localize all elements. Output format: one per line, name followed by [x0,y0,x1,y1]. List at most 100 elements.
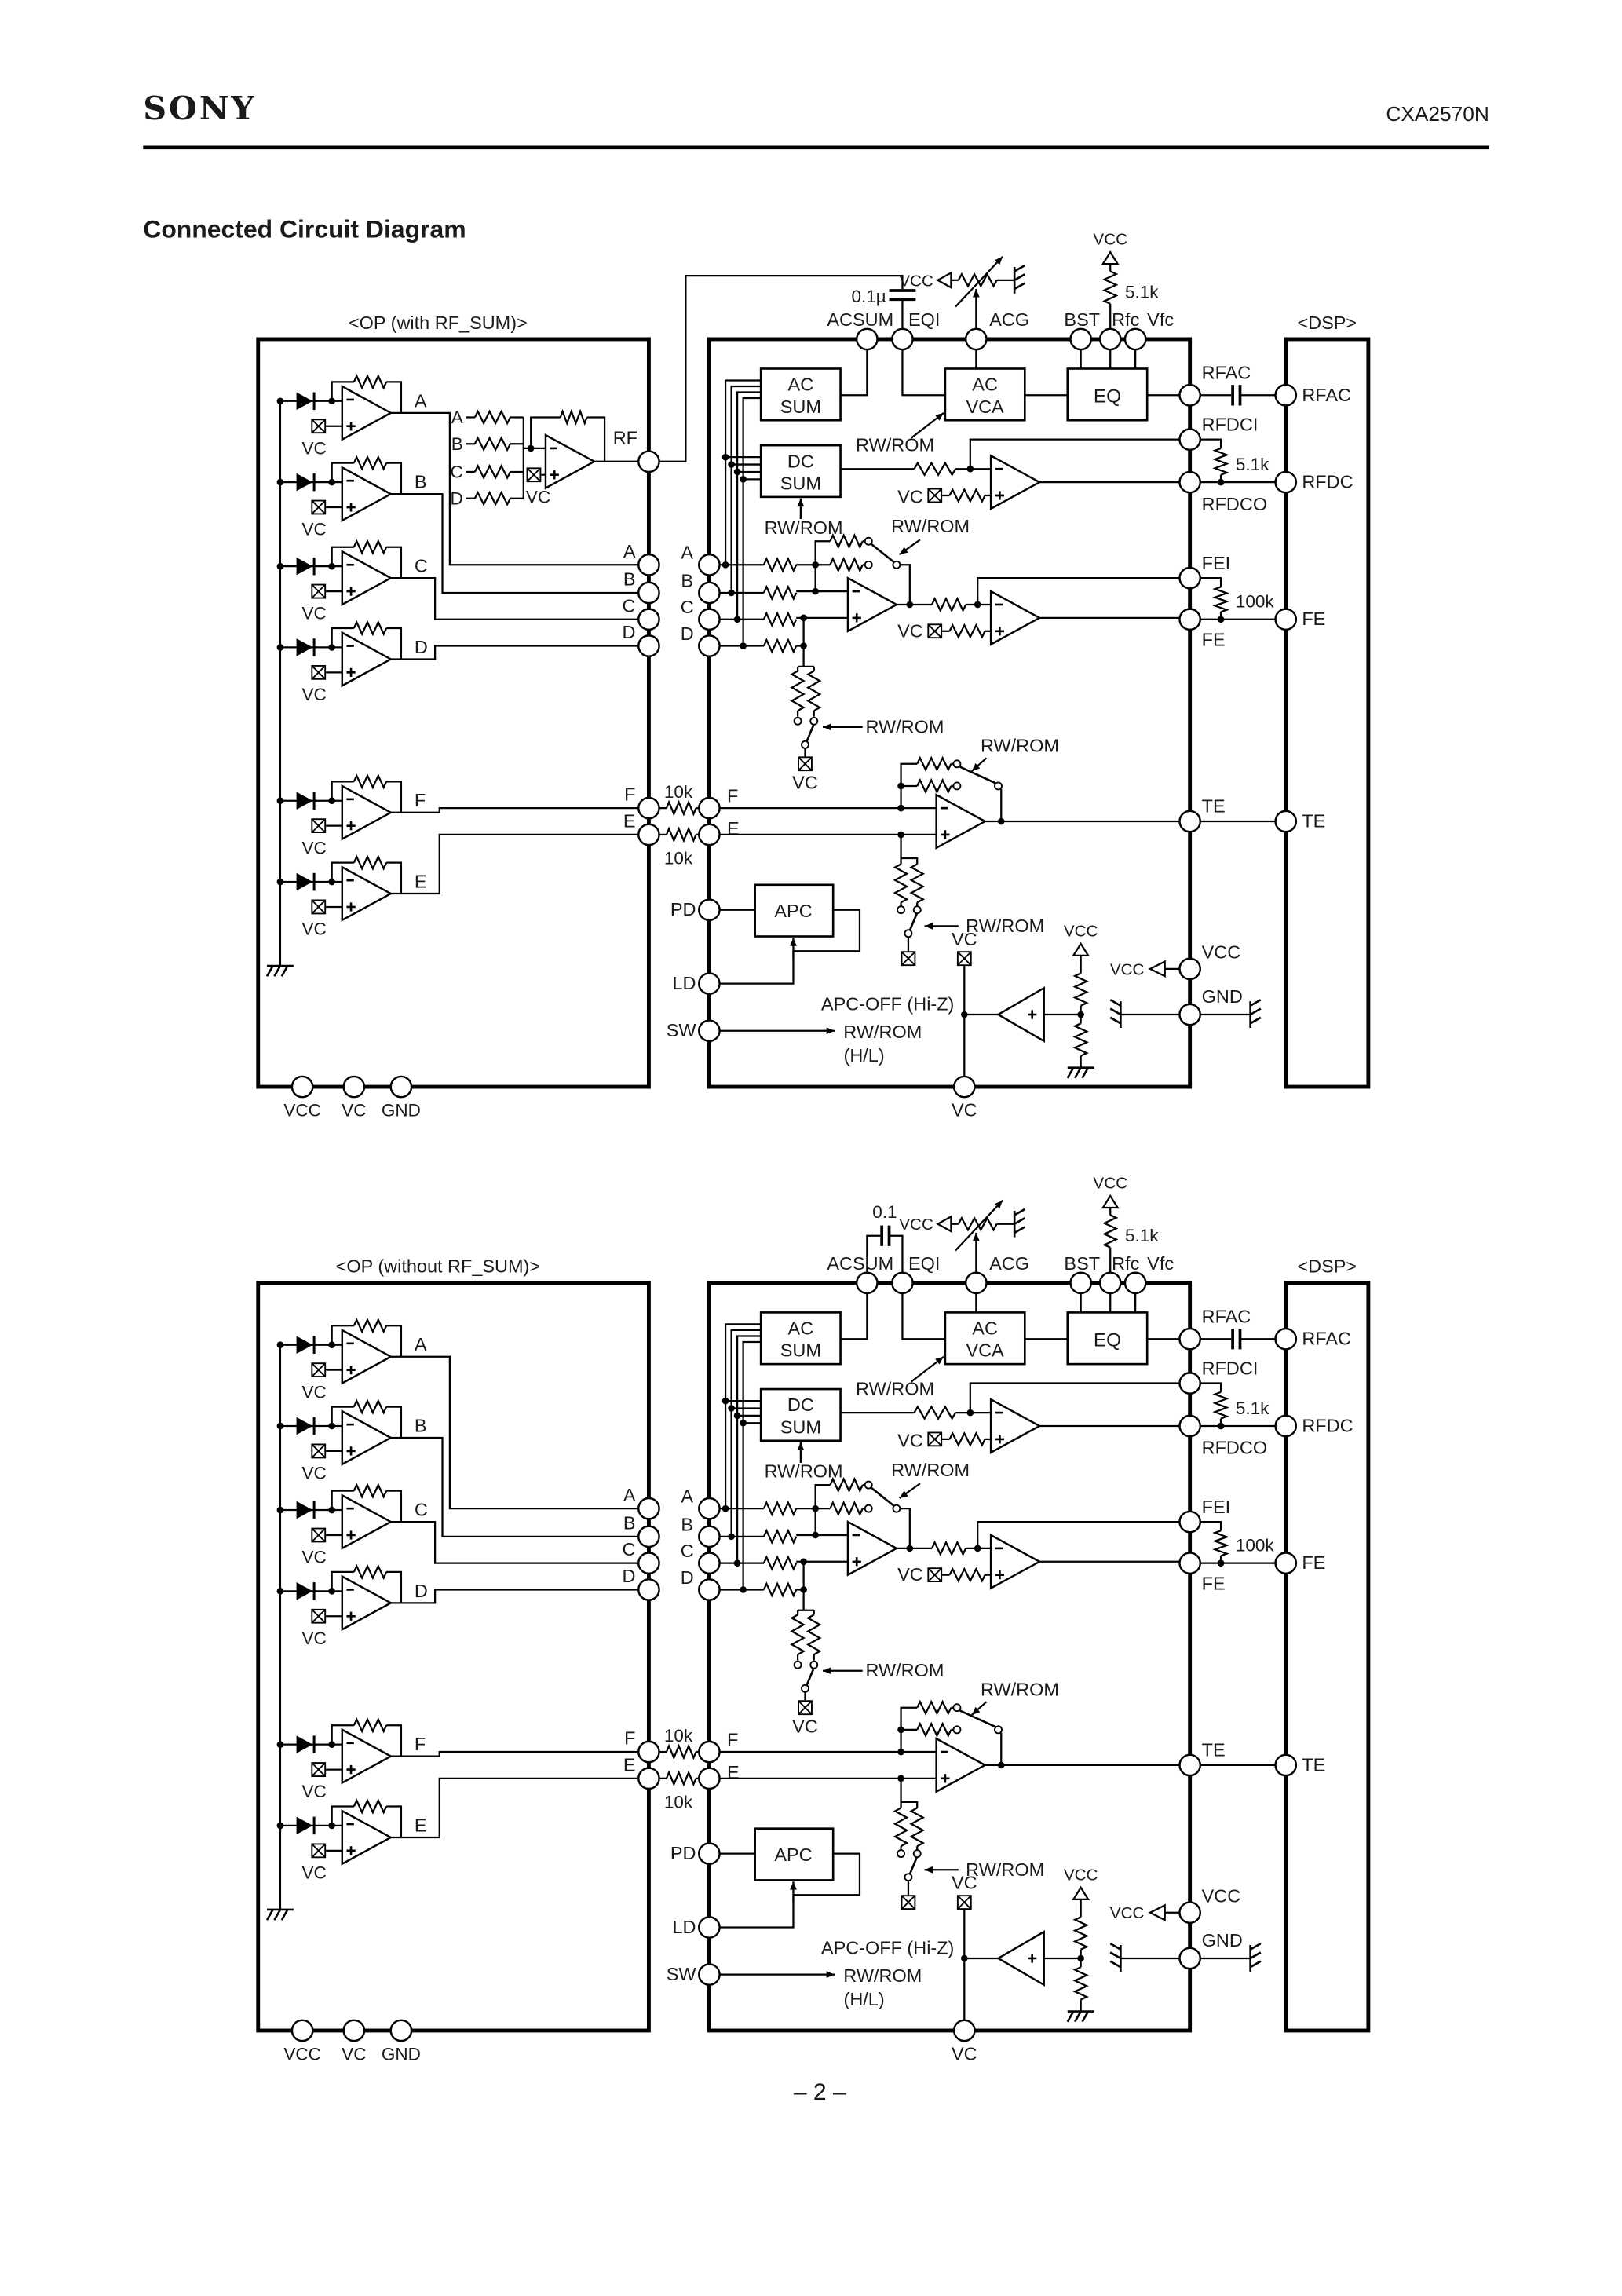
wire [386,861,403,894]
resistor-value: 5.1k [1236,455,1269,474]
ac-sum-block-label: AC [788,1318,814,1339]
switch-contact [952,1725,962,1735]
op-bottom-pin-label: VCC [283,2045,321,2064]
vc-label: VC [301,520,326,539]
wire [840,349,868,397]
arrowhead-icon [924,922,933,930]
resistor [473,436,511,452]
chip-pin-label: F [727,1730,738,1750]
pin-connector [698,1740,721,1764]
wire [730,385,762,593]
resistor-value: 100k [1236,1536,1275,1556]
vc-label: VC [792,773,818,793]
pin-connector [698,1578,721,1601]
arrowhead-icon [790,1881,797,1890]
vc-label: VC [301,1464,326,1483]
arrowhead-icon [935,412,944,421]
dsp-pin-label: FE [1302,609,1325,629]
pin-connector [698,1552,721,1575]
chip-pin-label: E [727,1762,740,1782]
resistor [353,374,388,390]
plus-sign [852,613,861,623]
resistor-value: 5.1k [1236,1398,1269,1418]
switch-label: RW/ROM [843,1022,922,1042]
switch-label: RW/ROM [981,736,1059,756]
wire [901,857,919,865]
top-pin-label: Vfc [1147,1253,1174,1274]
pin-connector [1178,608,1202,631]
op-pin-label: A [623,1485,636,1505]
capacitor-value: 0.1 [872,1202,897,1222]
plus-sign [995,491,1005,500]
arrowhead-icon [899,1490,908,1499]
resistor [916,1721,952,1738]
resistor [762,1555,798,1571]
switch-label: RW/ROM [966,916,1044,936]
junction-dot [966,465,974,473]
dsp-block-label: <DSP> [1297,313,1357,333]
pin-connector [698,1916,721,1939]
switch-contact [952,1703,962,1713]
pin-connector [1274,1327,1298,1351]
wire [390,1777,639,1839]
pin-connector [1098,327,1122,351]
vc-terminal-icon [311,1762,327,1777]
vc-label: VC [526,487,550,506]
plus-sign [346,902,356,912]
pin-connector [891,1271,914,1295]
apc-off-label: APC-OFF (Hi-Z) [821,993,954,1014]
wire [719,951,795,985]
switch-label: RW/ROM [856,1379,934,1399]
resistor [762,611,798,627]
rf-input-label: D [451,488,463,508]
vc-label: VC [301,604,326,623]
arrowhead-icon [971,1706,981,1716]
wire [793,1852,861,1896]
op-bottom-pin-label: VC [342,1101,366,1121]
vc-label: VC [301,1548,326,1567]
ac-sum-block-label: SUM [780,397,821,417]
photodiode-icon [296,872,313,891]
chip-right-pin-label: GND [1202,986,1243,1007]
pin-connector [1178,957,1202,981]
photodiode-icon [296,1582,313,1600]
top-pin-label: ACSUM [827,309,893,330]
vc-label: VC [897,486,923,506]
pin-connector [290,1075,314,1099]
dsp-pin-label: TE [1302,1754,1325,1775]
wire [390,807,639,813]
chip-pin-label: LD [673,973,696,993]
chip-pin-label: B [681,570,693,590]
vc-label: VC [301,1782,326,1801]
pin-connector [389,2019,413,2042]
chip-right-pin-label: RFDCO [1202,494,1267,514]
amp-output-label: C [415,1500,428,1520]
dsp-pin-label: RFDC [1302,472,1353,492]
dc-sum-block-label: DC [787,451,814,471]
chip-pin-label: A [681,543,693,563]
vc-label: VC [301,838,326,857]
junction-dot [328,1341,335,1349]
chip-right-pin-label: RFDCI [1202,414,1259,434]
arrowhead-icon [994,256,1003,265]
plus-sign [995,1570,1005,1580]
vc-terminal-icon [311,1843,327,1859]
switch-contact [952,781,962,791]
top-pin-label: Rfc [1112,309,1139,330]
switch-label: RW/ROM [765,1461,843,1482]
pin-connector [1274,810,1298,833]
wire [386,1325,403,1357]
apc-block-label: APC [774,1844,812,1865]
resistor-value: 5.1k [1125,1226,1159,1245]
wire [901,1801,919,1808]
resistor [957,272,998,288]
wire [659,275,904,462]
top-pin-label: ACSUM [827,1253,893,1274]
ac-vca-block-label: VCA [966,397,1004,417]
pin-connector [698,634,721,657]
wire [901,1292,945,1340]
vc-terminal-icon [956,1895,972,1910]
chip-right-pin-label: VCC [1202,1886,1241,1907]
switch-contact [864,560,873,569]
photodiode-icon [296,473,313,492]
